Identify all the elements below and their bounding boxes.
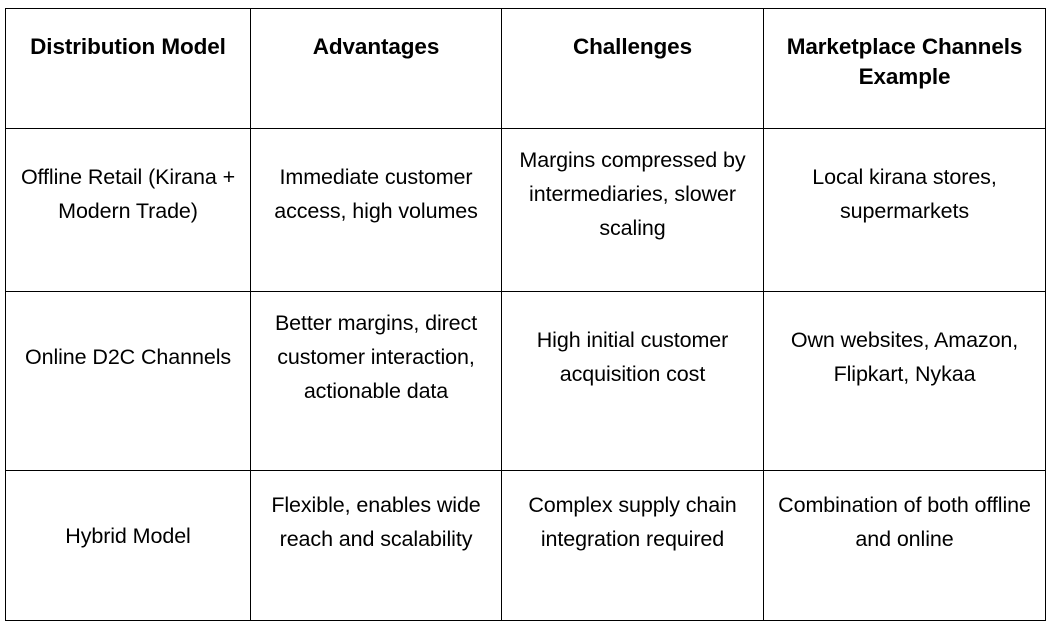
table-row: Online D2C Channels Better margins, dire… xyxy=(5,291,1046,471)
column-header-marketplace-channels-example: Marketplace Channels Example xyxy=(763,8,1046,129)
table-row: Hybrid Model Flexible, enables wide reac… xyxy=(5,470,1046,621)
cell-distribution-model: Online D2C Channels xyxy=(5,291,251,471)
table-header-row: Distribution Model Advantages Challenges… xyxy=(5,8,1046,129)
cell-marketplace: Combination of both offline and online xyxy=(763,470,1046,621)
column-header-challenges: Challenges xyxy=(501,8,764,129)
table-row: Offline Retail (Kirana + Modern Trade) I… xyxy=(5,128,1046,292)
cell-advantages: Better margins, direct customer interact… xyxy=(250,291,502,471)
cell-advantages: Flexible, enables wide reach and scalabi… xyxy=(250,470,502,621)
cell-advantages: Immediate customer access, high volumes xyxy=(250,128,502,292)
cell-challenges: High initial customer acquisition cost xyxy=(501,291,764,471)
cell-challenges: Margins compressed by intermediaries, sl… xyxy=(501,128,764,292)
table-body: Offline Retail (Kirana + Modern Trade) I… xyxy=(5,128,1046,621)
table-header: Distribution Model Advantages Challenges… xyxy=(5,8,1046,129)
column-header-distribution-model: Distribution Model xyxy=(5,8,251,129)
cell-marketplace: Local kirana stores, supermarkets xyxy=(763,128,1046,292)
cell-marketplace: Own websites, Amazon, Flipkart, Nykaa xyxy=(763,291,1046,471)
distribution-model-table: Distribution Model Advantages Challenges… xyxy=(5,8,1046,621)
cell-distribution-model: Offline Retail (Kirana + Modern Trade) xyxy=(5,128,251,292)
table-canvas: Distribution Model Advantages Challenges… xyxy=(5,8,1046,621)
cell-challenges: Complex supply chain integration require… xyxy=(501,470,764,621)
cell-distribution-model: Hybrid Model xyxy=(5,470,251,621)
column-header-advantages: Advantages xyxy=(250,8,502,129)
